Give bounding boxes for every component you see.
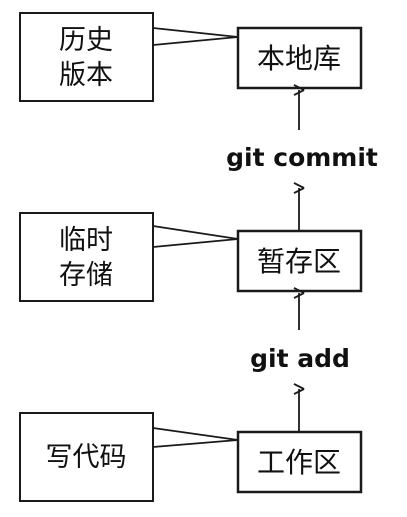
git-add-label: git add [250,344,350,373]
write-code-callout-text: 写代码 [46,442,127,473]
working-area-box [236,430,363,494]
history-callout-box [19,12,154,102]
temp-storage-callout-line2: 存储 [59,260,113,291]
history-callout-line1: 历史 [59,25,113,56]
history-callout-pointer [152,27,239,46]
staging-area-label: 暂存区 [257,245,341,278]
local-repo-label: 本地库 [257,42,341,75]
write-code-callout-pointer [152,427,239,448]
temp-storage-callout-pointer [152,225,239,248]
history-callout-line2: 版本 [59,60,113,91]
git-commit-label: git commit [226,143,378,172]
temp-storage-callout-line1: 临时 [59,225,113,256]
temp-storage-callout-box [19,212,154,302]
working-area-label: 工作区 [257,446,341,479]
local-repo-box [236,26,363,90]
write-code-callout-box [19,412,154,502]
